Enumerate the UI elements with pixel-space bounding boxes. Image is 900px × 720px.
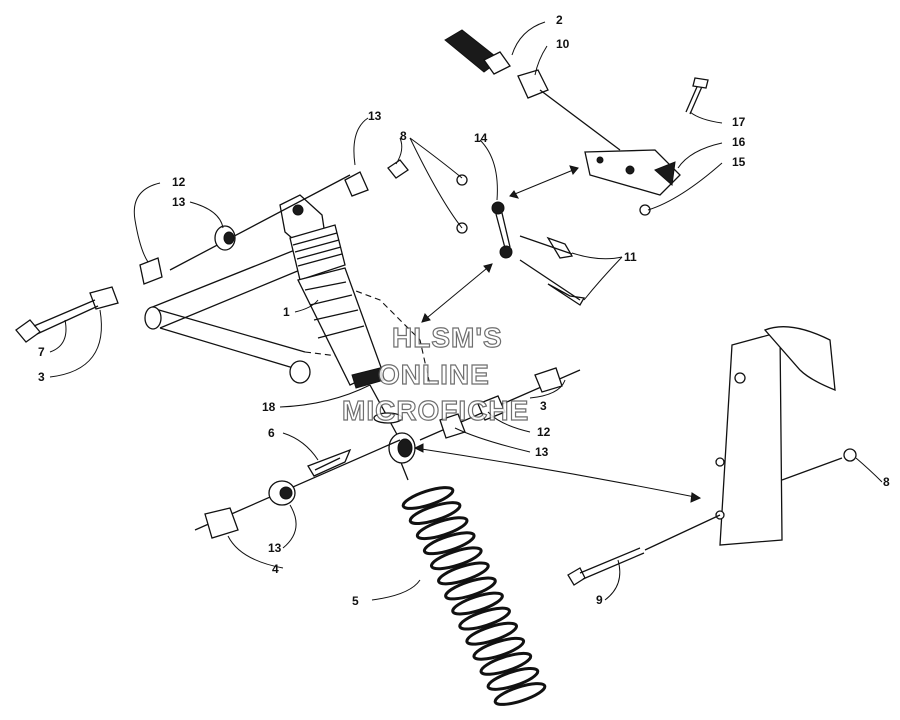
spring-coil: [401, 486, 455, 510]
callout-15: 15: [732, 155, 746, 169]
watermark: HLSM'S ONLINE MICROFICHE: [341, 321, 529, 426]
spring-coil: [437, 561, 490, 586]
spring-coil: [444, 576, 497, 601]
callout-6: 6: [268, 426, 275, 440]
callout-8-right: 8: [883, 475, 890, 489]
callout-13-top: 13: [368, 109, 382, 123]
watermark-line-3: MICROFICHE: [342, 395, 529, 426]
spring-coil-highlight: [414, 504, 456, 522]
callout-1: 1: [283, 305, 290, 319]
callout-10: 10: [556, 37, 570, 51]
shock-absorber: [279, 194, 409, 481]
callout-18: 18: [262, 400, 276, 414]
callout-4: 4: [272, 562, 279, 576]
callout-16: 16: [732, 135, 746, 149]
coil-spring: [401, 486, 547, 706]
callout-12-top: 12: [172, 175, 186, 189]
spring-coil-highlight: [449, 580, 492, 597]
watermark-line-1: HLSM'S: [392, 322, 503, 353]
spring-coil-highlight: [428, 535, 470, 552]
link-rod: [456, 174, 586, 306]
callout-5: 5: [352, 594, 359, 608]
spring-coil-highlight: [485, 655, 527, 672]
spring-coil-highlight: [421, 520, 463, 537]
adjuster-assembly: [444, 29, 709, 216]
spring-coil-highlight: [464, 610, 506, 627]
spring-coil-highlight: [499, 685, 541, 703]
watermark-line-2: ONLINE: [378, 359, 490, 390]
callout-13-left: 13: [172, 195, 186, 209]
spring-coil: [458, 606, 511, 631]
callout-7: 7: [38, 345, 45, 359]
upper-left-hardware: [15, 159, 409, 343]
spring-coil-highlight: [435, 550, 477, 567]
spring-coil-highlight: [456, 595, 499, 612]
spring-coil-highlight: [492, 670, 534, 688]
leader-lines: [49, 21, 883, 601]
spring-coil-highlight: [471, 625, 513, 642]
spring-coil: [479, 651, 533, 676]
spring-coil-highlight: [407, 489, 449, 507]
callout-11: 11: [624, 250, 637, 264]
assembly-arrows: [413, 165, 702, 503]
callout-3-right: 3: [540, 399, 547, 413]
callout-labels: 2 10 13 8 14 17 16 15 12 13 11 1 7 3 3 1…: [38, 13, 890, 608]
callout-3-left: 3: [38, 370, 45, 384]
callout-12-right: 12: [537, 425, 551, 439]
spring-coil: [408, 501, 462, 526]
right-center-hardware: [419, 367, 581, 441]
callout-14: 14: [474, 131, 488, 145]
lower-bushing: [388, 432, 416, 464]
spring-coil: [422, 531, 476, 556]
spring-coil: [429, 546, 483, 571]
spring-coil: [486, 666, 540, 691]
spring-coil: [415, 516, 469, 541]
spring-coil: [493, 682, 547, 706]
spring-coil-highlight: [478, 640, 520, 657]
spring-coil: [472, 636, 526, 661]
callout-13-right: 13: [535, 445, 549, 459]
callout-2: 2: [556, 13, 563, 27]
callout-9: 9: [596, 593, 603, 607]
spring-coil-highlight: [442, 565, 484, 582]
lower-left-hardware: [194, 439, 401, 539]
callout-13-bottom: 13: [268, 541, 282, 555]
pivot-bracket: [567, 326, 857, 586]
spring-coil: [465, 621, 519, 646]
callout-17: 17: [732, 115, 746, 129]
spring-coil: [451, 591, 504, 616]
callout-8-top: 8: [400, 129, 407, 143]
